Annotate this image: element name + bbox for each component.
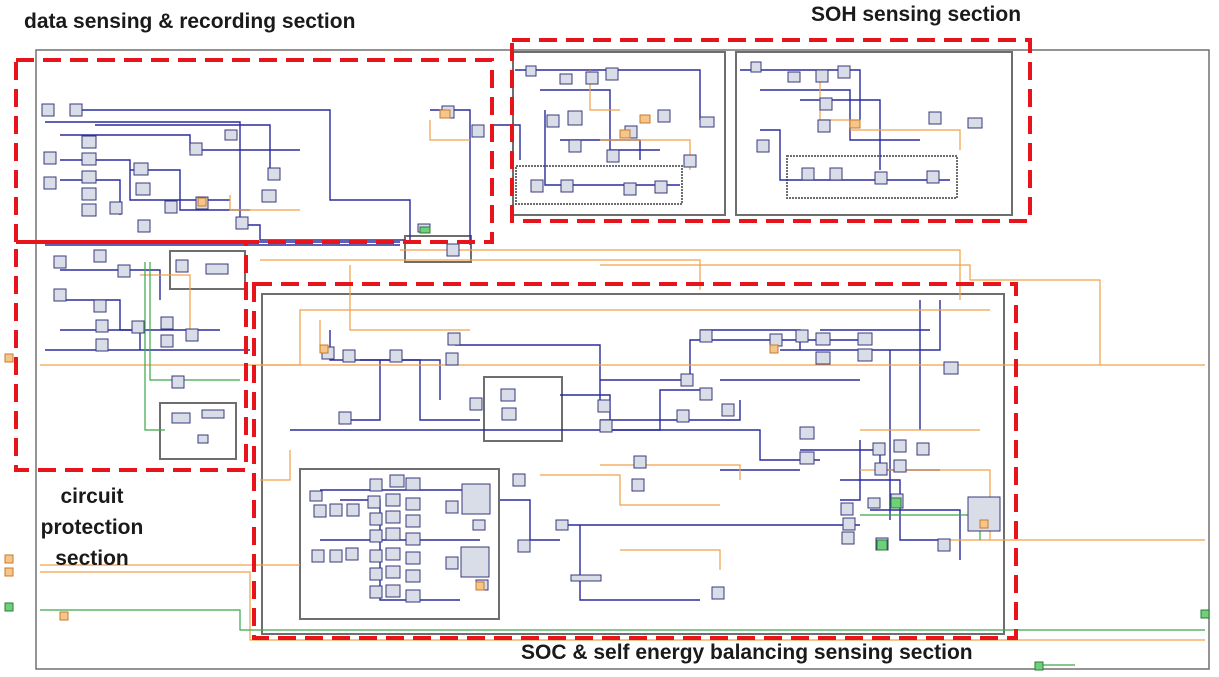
soc-case-frame	[483, 376, 563, 442]
structure-frames	[159, 51, 1013, 635]
circuit-protection-boundary	[14, 240, 248, 472]
section-boundaries	[14, 38, 1032, 640]
green-wires	[40, 262, 1205, 666]
label-soc-balancing-section: SOC & self energy balancing sensing sect…	[521, 641, 973, 664]
record-case-frame	[404, 235, 472, 263]
soc-frame-main	[261, 293, 1005, 635]
indicator-terminals	[4, 109, 989, 621]
soh-loop-2	[786, 155, 958, 199]
soh-loop-1	[515, 165, 683, 205]
data-sensing-boundary	[14, 58, 494, 244]
green-terminals	[4, 226, 1210, 671]
outer-frame	[35, 49, 1210, 670]
protect-case-frame-2	[159, 402, 237, 460]
soh-frame-2	[735, 51, 1013, 216]
soh-sensing-boundary	[510, 38, 1032, 223]
label-soh-sensing-section: SOH sensing section	[811, 3, 1022, 26]
label-data-sensing-section: data sensing & recording section	[24, 10, 356, 33]
node-blocks	[41, 61, 1001, 603]
soc-balancing-boundary	[252, 282, 1018, 640]
label-circuit-protection-section: circuit protection section	[40, 485, 144, 570]
ocv-frame	[299, 468, 500, 620]
